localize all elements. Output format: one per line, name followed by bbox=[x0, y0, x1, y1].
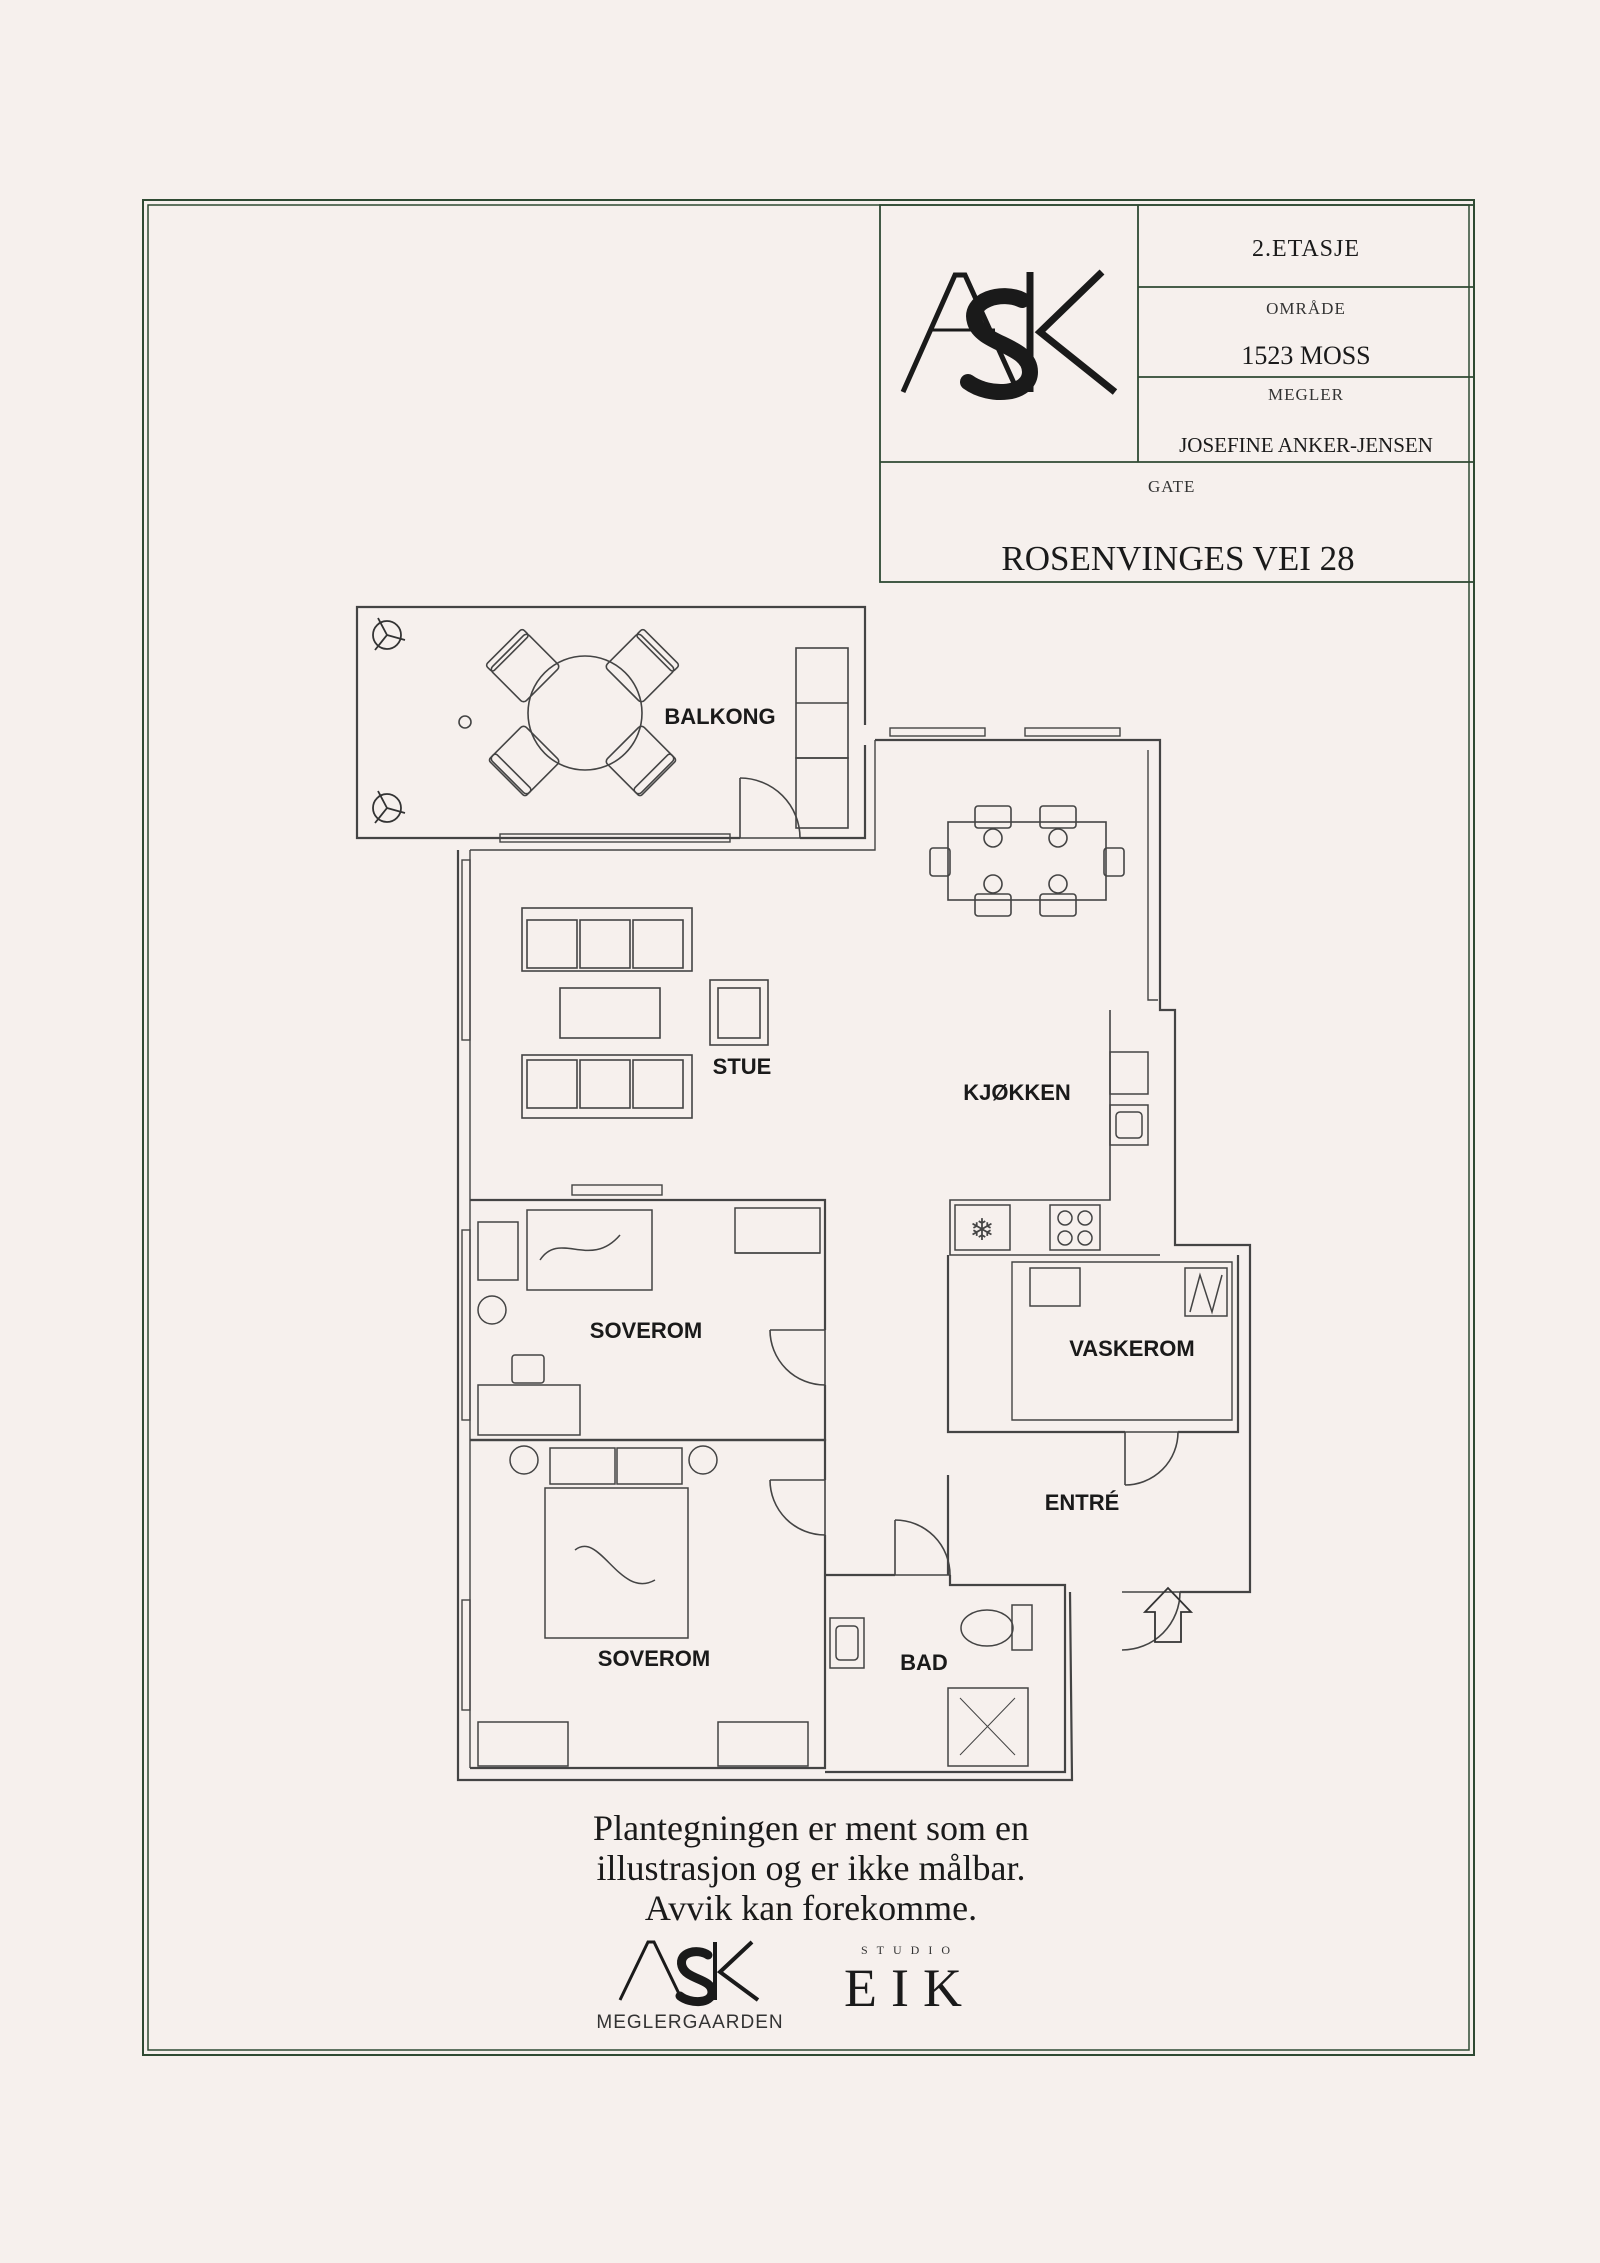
laundry-fixtures bbox=[1029, 1267, 1228, 1317]
entrance-arrow-icon[interactable] bbox=[1142, 1586, 1194, 1643]
room-label-laundry: VASKEROM bbox=[1069, 1336, 1195, 1361]
ask-logo bbox=[900, 269, 1118, 401]
dining-table bbox=[929, 805, 1125, 917]
room-label-bedroom-2: SOVEROM bbox=[598, 1646, 710, 1671]
balcony-furniture bbox=[458, 628, 849, 829]
sheet-frame bbox=[142, 199, 1475, 2056]
windows bbox=[461, 727, 1121, 1711]
room-label-kitchen: KJØKKEN bbox=[963, 1080, 1071, 1105]
room-label-living: STUE bbox=[713, 1054, 772, 1079]
room-label-balcony: BALKONG bbox=[664, 704, 775, 729]
room-label-entrance: ENTRÉ bbox=[1045, 1490, 1120, 1515]
street-label: GATE bbox=[1148, 477, 1195, 496]
title-block bbox=[879, 204, 1475, 583]
studio-eik-main: EIK bbox=[844, 1958, 976, 2018]
bedroom1-furniture bbox=[477, 1207, 821, 1436]
studio-eik-logo: STUDIO EIK bbox=[844, 1943, 976, 2018]
disclaimer-line-2: illustrasjon og er ikke målbar. bbox=[597, 1848, 1026, 1888]
walls bbox=[355, 605, 1252, 1782]
floor-label: 2.ETASJE bbox=[1252, 236, 1360, 262]
broker-value: JOSEFINE ANKER-JENSEN bbox=[1179, 433, 1433, 457]
broker-label: MEGLER bbox=[1268, 385, 1344, 404]
street-value: ROSENVINGES VEI 28 bbox=[1001, 539, 1354, 578]
room-label-bedroom-1: SOVEROM bbox=[590, 1318, 702, 1343]
fan-icon bbox=[372, 617, 406, 824]
disclaimer-line-1: Plantegningen er ment som en bbox=[593, 1808, 1029, 1848]
bath-fixtures bbox=[829, 1604, 1033, 1767]
snowflake-icon: ❄ bbox=[969, 1214, 994, 1247]
disclaimer-line-3: Avvik kan forekomme. bbox=[645, 1888, 977, 1928]
living-furniture bbox=[521, 907, 769, 1119]
room-label-bathroom: BAD bbox=[900, 1650, 948, 1675]
ask-meglergaarden-text: MEGLERGAARDEN bbox=[596, 2012, 783, 2033]
area-label: OMRÅDE bbox=[1266, 299, 1346, 318]
bedroom2-furniture bbox=[477, 1445, 809, 1767]
ask-meglergaarden-logo: MEGLERGAARDEN bbox=[596, 1940, 783, 2033]
kitchen-appliances bbox=[954, 1051, 1149, 1251]
area-value: 1523 MOSS bbox=[1241, 341, 1370, 370]
doors[interactable] bbox=[739, 777, 1181, 1651]
studio-eik-top: STUDIO bbox=[861, 1943, 959, 1957]
